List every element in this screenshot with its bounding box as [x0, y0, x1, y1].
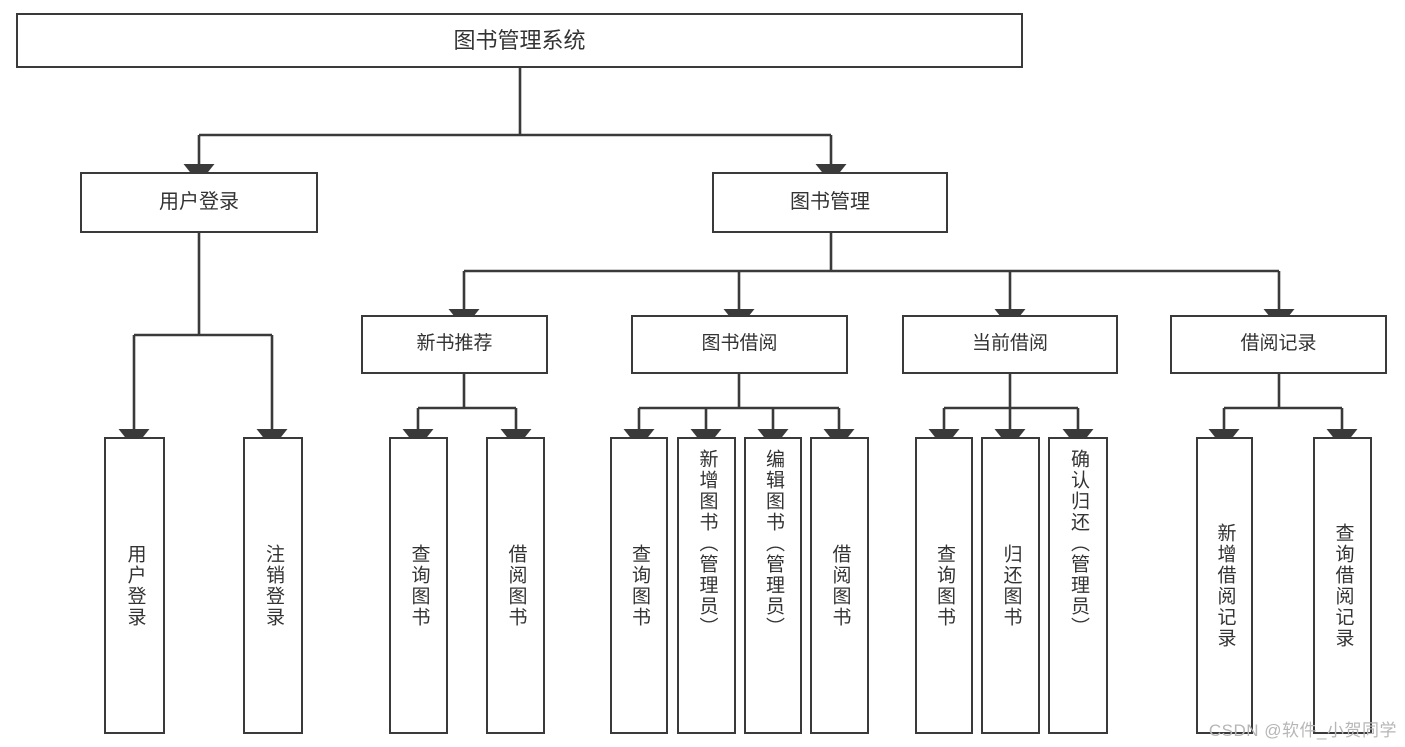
- node-label: 查询借阅记录: [1332, 522, 1354, 649]
- node-label: 用户登录: [159, 190, 239, 213]
- node-label: 借阅图书: [505, 543, 527, 628]
- leaf-borrow-borrow-book[interactable]: 借阅图书: [810, 437, 869, 734]
- leaf-record-query-record[interactable]: 查询借阅记录: [1313, 437, 1372, 734]
- node-label: 当前借阅: [971, 333, 1048, 355]
- leaf-user-login-logout[interactable]: 注销登录: [243, 437, 303, 734]
- watermark-text: CSDN @软件_小贺同学: [1208, 721, 1397, 740]
- node-label: 确认归还（管理员）: [1067, 449, 1089, 638]
- node-user-login[interactable]: 用户登录: [80, 172, 318, 233]
- leaf-new-book-query[interactable]: 查询图书: [389, 437, 448, 734]
- node-label: 图书管理: [790, 190, 870, 213]
- leaf-current-query-book[interactable]: 查询图书: [915, 437, 973, 734]
- node-root-system[interactable]: 图书管理系统: [16, 13, 1023, 68]
- node-label: 编辑图书（管理员）: [762, 449, 784, 638]
- node-label: 借阅记录: [1240, 333, 1317, 355]
- leaf-borrow-query-book[interactable]: 查询图书: [610, 437, 668, 734]
- node-label: 新增借阅记录: [1214, 522, 1236, 649]
- node-label: 图书管理系统: [453, 27, 586, 53]
- node-label: 查询图书: [628, 543, 650, 628]
- node-label: 查询图书: [408, 543, 430, 628]
- node-book-management[interactable]: 图书管理: [712, 172, 948, 233]
- node-label: 借阅图书: [829, 543, 851, 628]
- node-new-book-recommend[interactable]: 新书推荐: [361, 315, 548, 374]
- leaf-borrow-add-book-admin[interactable]: 新增图书（管理员）: [677, 437, 736, 734]
- node-label: 新书推荐: [416, 333, 493, 355]
- node-label: 查询图书: [933, 543, 955, 628]
- leaf-new-book-borrow[interactable]: 借阅图书: [486, 437, 545, 734]
- leaf-record-add-record[interactable]: 新增借阅记录: [1196, 437, 1253, 734]
- leaf-current-confirm-return-admin[interactable]: 确认归还（管理员）: [1048, 437, 1108, 734]
- node-label: 注销登录: [262, 543, 284, 628]
- node-label: 新增图书（管理员）: [696, 449, 718, 638]
- leaf-current-return-book[interactable]: 归还图书: [981, 437, 1040, 734]
- node-label: 用户登录: [124, 543, 146, 628]
- node-book-borrow[interactable]: 图书借阅: [631, 315, 848, 374]
- node-current-borrow[interactable]: 当前借阅: [902, 315, 1118, 374]
- node-label: 图书借阅: [701, 333, 778, 355]
- leaf-borrow-edit-book-admin[interactable]: 编辑图书（管理员）: [744, 437, 802, 734]
- node-label: 归还图书: [1000, 543, 1022, 628]
- node-borrow-record[interactable]: 借阅记录: [1170, 315, 1387, 374]
- leaf-user-login-login[interactable]: 用户登录: [104, 437, 165, 734]
